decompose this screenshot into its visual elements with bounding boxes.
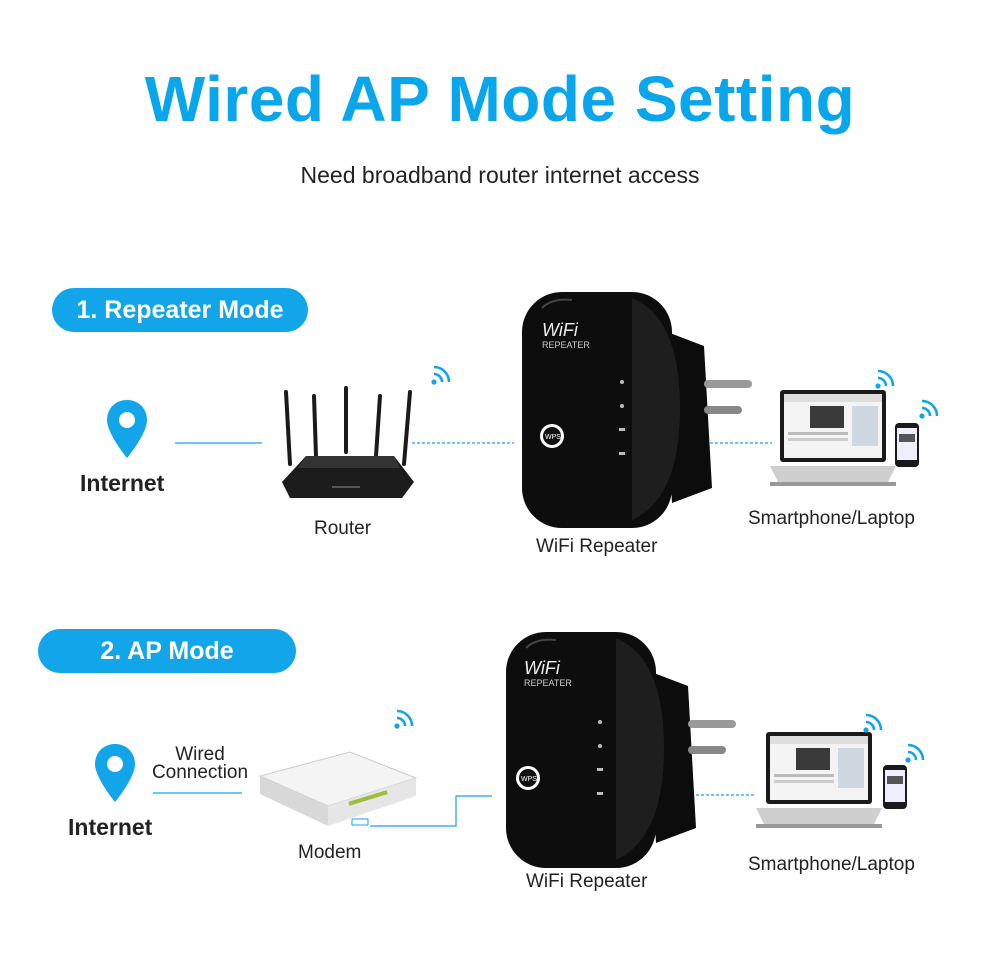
modem-label: Modem <box>298 842 362 863</box>
svg-text:REPEATER: REPEATER <box>542 340 590 350</box>
router-label: Router <box>314 518 372 539</box>
repeater-mode-badge: 1. Repeater Mode <box>52 288 308 332</box>
router-icon <box>282 386 414 498</box>
svg-text:REPEATER: REPEATER <box>524 678 572 688</box>
wifi-repeater-device: WiFi REPEATER WPS <box>522 292 752 528</box>
laptop-icon <box>770 390 896 486</box>
repeater-label: WiFi Repeater <box>526 871 648 892</box>
smartphone-icon <box>883 765 907 809</box>
svg-text:WPS: WPS <box>521 776 537 783</box>
clients-label: Smartphone/Laptop <box>748 508 915 529</box>
wifi-signal-icon <box>431 365 451 385</box>
wifi-signal-icon <box>875 369 895 389</box>
brand-logo: WiFi <box>542 320 579 340</box>
page-subtitle: Need broadband router internet access <box>300 162 700 188</box>
wifi-signal-icon <box>394 709 414 729</box>
repeater-label: WiFi Repeater <box>536 536 658 557</box>
location-pin-icon <box>107 400 147 458</box>
internet-label: Internet <box>80 470 165 496</box>
svg-text:WPS: WPS <box>545 434 561 441</box>
ap-mode-badge: 2. AP Mode <box>38 629 296 673</box>
wifi-signal-icon <box>919 399 939 419</box>
internet-label: Internet <box>68 814 153 840</box>
wifi-repeater-device: WiFi REPEATER WPS <box>506 632 736 868</box>
wifi-signal-icon <box>905 743 925 763</box>
brand-logo: WiFi <box>524 658 561 678</box>
smartphone-icon <box>895 423 919 467</box>
clients-label: Smartphone/Laptop <box>748 854 915 875</box>
wifi-signal-icon <box>863 713 883 733</box>
wired-connection-label: Wired Connection <box>151 744 249 783</box>
page-title: Wired AP Mode Setting <box>144 63 856 135</box>
modem-icon <box>258 751 418 826</box>
laptop-icon <box>756 732 882 828</box>
location-pin-icon <box>95 744 135 802</box>
